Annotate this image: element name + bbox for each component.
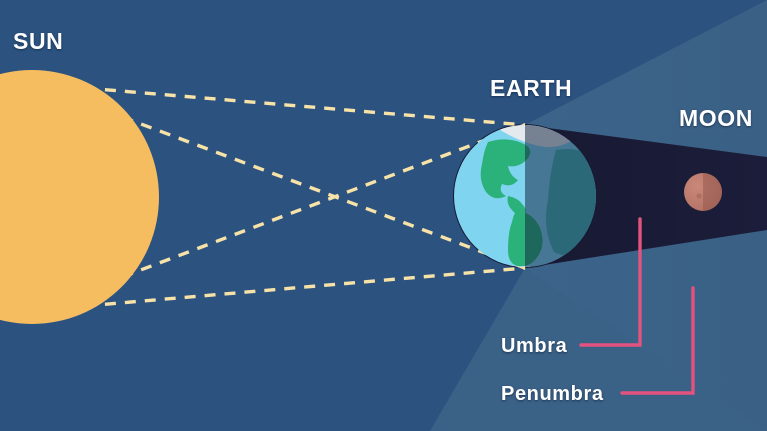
light-rays <box>84 86 526 308</box>
penumbra-cone-lower <box>430 268 767 431</box>
penumbra-leader-line <box>620 286 695 395</box>
umbra-leader-line <box>579 217 642 347</box>
sun-body <box>0 70 159 324</box>
light-ray-bottom-outer <box>84 266 526 308</box>
leader-lines <box>579 217 695 395</box>
earth-land-central <box>507 196 526 215</box>
moon-crater <box>696 193 702 199</box>
moon-body <box>684 173 722 211</box>
earth-land-north-america <box>480 139 531 199</box>
moon-shadow-side <box>703 173 722 211</box>
light-ray-top-outer <box>84 86 526 127</box>
